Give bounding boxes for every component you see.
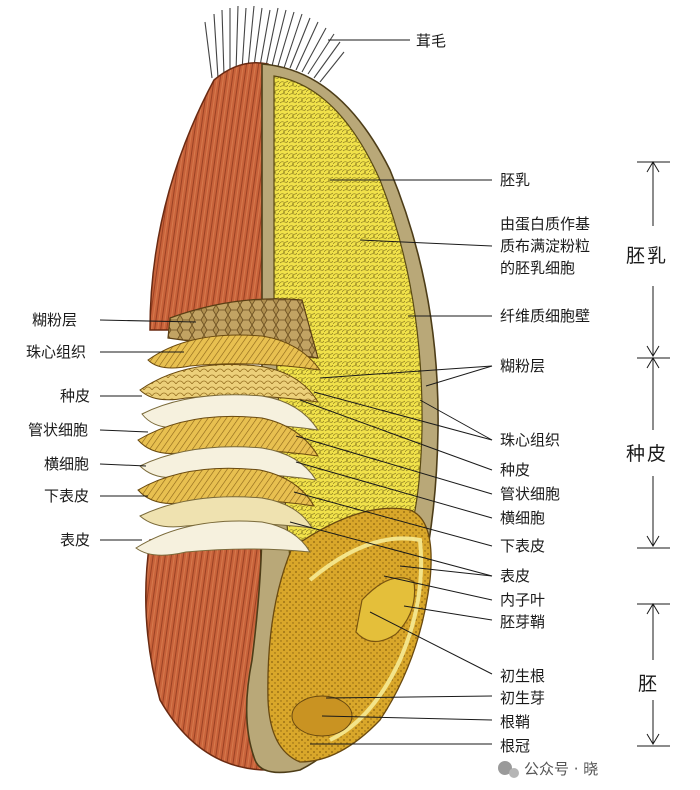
section-brackets — [637, 161, 670, 747]
label-top-hairs: 茸毛 — [416, 32, 446, 50]
label-hypodermis-left: 下表皮 — [44, 487, 89, 505]
label-cross-cells-right: 横细胞 — [500, 509, 545, 527]
watermark: 公众号 · 晓 — [498, 760, 598, 778]
nucellus-flap — [147, 334, 322, 371]
label-endosperm-desc-1: 由蛋白质作基 — [500, 215, 590, 233]
label-cross-cells-left: 横细胞 — [44, 455, 89, 473]
label-nucellus-right: 珠心组织 — [500, 431, 560, 449]
leader-lines — [99, 39, 493, 745]
section-seed-coat: 种皮 — [626, 443, 668, 465]
pericarp-lower — [145, 529, 269, 771]
section-embryo: 胚 — [638, 673, 659, 695]
label-epidermis-left: 表皮 — [60, 531, 90, 549]
watermark-text: 公众号 · 晓 — [524, 760, 598, 778]
label-tube-cells-left: 管状细胞 — [28, 421, 88, 439]
seed-coat-flap — [139, 363, 319, 403]
coleoptile — [355, 577, 416, 643]
label-seed-coat-left: 种皮 — [60, 387, 90, 405]
label-tube-cells-right: 管状细胞 — [500, 485, 560, 503]
scutellum-outline — [308, 536, 424, 742]
brush-hairs — [204, 5, 345, 83]
kernel-illustration — [135, 5, 439, 774]
label-nucellus-left: 珠心组织 — [26, 343, 86, 361]
label-primary-shoot: 初生芽 — [500, 689, 545, 707]
label-seed-coat-right: 种皮 — [500, 461, 530, 479]
label-cell-wall: 纤维质细胞壁 — [500, 307, 590, 325]
label-aleurone-left: 糊粉层 — [32, 311, 77, 329]
label-primary-root: 初生根 — [500, 667, 545, 685]
label-epidermis-right: 表皮 — [500, 567, 530, 585]
labels: 茸毛 胚乳 由蛋白质作基 质布满淀粉粒 的胚乳细胞 纤维质细胞壁 糊粉层 珠心组… — [26, 32, 668, 778]
label-endosperm-desc-2: 质布满淀粉粒 — [500, 237, 590, 255]
label-coleoptile: 胚芽鞘 — [500, 613, 545, 631]
label-root-cap: 根冠 — [500, 737, 530, 755]
wechat-icon — [498, 761, 512, 775]
label-coleorhiza: 根鞘 — [500, 713, 530, 731]
label-aleurone-right: 糊粉层 — [500, 357, 545, 375]
label-endosperm: 胚乳 — [500, 171, 530, 189]
label-scutellum: 内子叶 — [500, 591, 545, 609]
epidermis-flap — [135, 520, 311, 556]
label-hypodermis-right: 下表皮 — [500, 537, 545, 555]
wechat-icon-small — [509, 768, 519, 778]
section-endosperm: 胚乳 — [626, 245, 668, 267]
label-endosperm-desc-3: 的胚乳细胞 — [500, 259, 575, 277]
